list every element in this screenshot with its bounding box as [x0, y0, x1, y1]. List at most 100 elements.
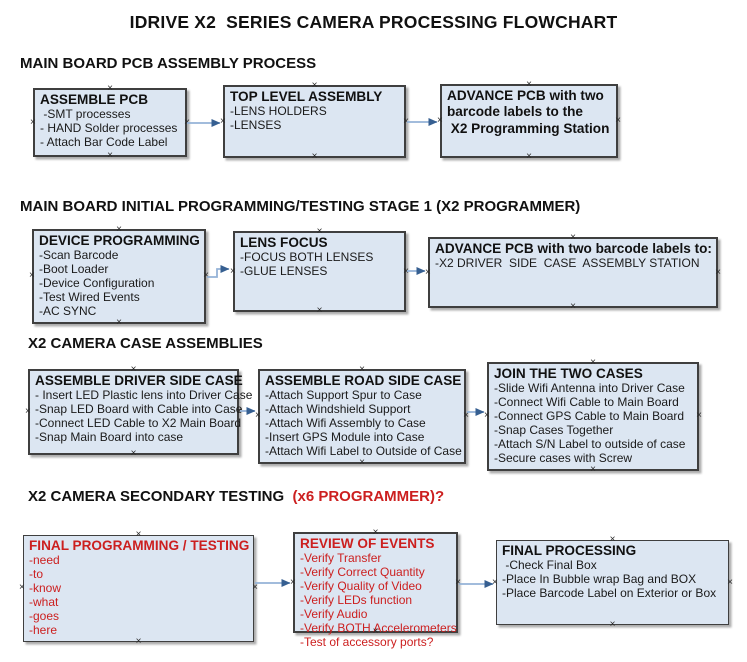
flowchart-box-advance-pcb-programming-station: ADVANCE PCB with two barcode labels to t…: [437, 80, 621, 162]
box-item: -Verify BOTH Accelerometers: [300, 620, 457, 635]
anchor-mark-icon: ×: [615, 115, 621, 126]
box-item: -Place Barcode Label on Exterior or Box: [502, 586, 717, 601]
box-title: REVIEW OF EVENTS: [300, 536, 435, 551]
anchor-mark-icon: ×: [715, 266, 721, 278]
anchor-mark-icon: ×: [526, 151, 532, 162]
box-title: ASSEMBLE ROAD SIDE CASE: [265, 373, 462, 388]
box-item: -Device Configuration: [39, 276, 155, 291]
box-item: -Connect LED Cable to X2 Main Board: [35, 416, 242, 431]
anchor-mark-icon: ×: [727, 576, 733, 588]
box-title: TOP LEVEL ASSEMBLY: [230, 89, 383, 104]
box-item: -Secure cases with Screw: [494, 450, 633, 465]
page-title: IDRIVE X2 SERIES CAMERA PROCESSING FLOWC…: [129, 12, 618, 32]
connector-arrow: [207, 265, 230, 278]
box-title: FINAL PROCESSING: [502, 543, 637, 558]
anchor-mark-icon: ×: [220, 115, 226, 127]
flowchart-box-top-level-assembly: TOP LEVEL ASSEMBLY -LENS HOLDERS -LENSES…: [220, 81, 409, 162]
anchor-mark-icon: ×: [252, 582, 258, 594]
anchor-mark-icon: ×: [425, 266, 431, 278]
section-heading-initial-programming: MAIN BOARD INITIAL PROGRAMMING/TESTING S…: [20, 198, 581, 215]
box-item: -Place In Bubble wrap Bag and BOX: [502, 572, 697, 587]
flowchart-box-assemble-road-side-case: ASSEMBLE ROAD SIDE CASE -Attach Support …: [255, 365, 469, 468]
box-item: -Connect Wifi Cable to Main Board: [494, 395, 679, 410]
box-item: -LENS HOLDERS: [230, 104, 327, 119]
box-title: LENS FOCUS: [240, 235, 328, 250]
box-item: -Attach Wifi Assembly to Case: [265, 416, 426, 431]
box-item: -Snap Cases Together: [494, 423, 614, 438]
box-item: -Attach Support Spur to Case: [265, 388, 422, 403]
box-item: -Attach Windshield Support: [265, 402, 411, 417]
box-item: -what: [29, 595, 59, 610]
box-title: ADVANCE PCB with two barcode labels to t…: [447, 88, 610, 136]
anchor-mark-icon: ×: [130, 448, 137, 459]
flowchart-box-assemble-pcb: ASSEMBLE PCB -SMT processes - HAND Solde…: [30, 84, 190, 161]
section-heading-pcb-assembly: MAIN BOARD PCB ASSEMBLY PROCESS: [20, 55, 317, 72]
anchor-mark-icon: ×: [492, 576, 498, 588]
anchor-mark-icon: ×: [590, 463, 596, 475]
anchor-mark-icon: ×: [116, 316, 122, 328]
box-item: -Verify Quality of Video: [300, 579, 422, 594]
flowchart-box-advance-pcb-case-assembly: ADVANCE PCB with two barcode labels to: …: [425, 233, 721, 312]
box-title: JOIN THE TWO CASES: [494, 366, 643, 381]
anchor-mark-icon: ×: [696, 410, 702, 422]
anchor-mark-icon: ×: [107, 150, 113, 161]
flowchart-box-review-of-events: REVIEW OF EVENTS -Verify Transfer -Verif…: [290, 528, 461, 649]
box-item: -GLUE LENSES: [240, 264, 328, 279]
anchor-mark-icon: ×: [25, 406, 31, 417]
anchor-mark-icon: ×: [255, 410, 261, 422]
flowchart-box-join-the-two-cases: JOIN THE TWO CASES -Slide Wifi Antenna i…: [484, 358, 702, 475]
anchor-mark-icon: ×: [230, 265, 236, 277]
section-heading-red-part: (x6 PROGRAMMER)?: [288, 488, 445, 505]
section-heading-case-assemblies: X2 CAMERA CASE ASSEMBLIES: [28, 335, 263, 352]
anchor-mark-icon: ×: [455, 576, 461, 588]
box-item: -X2 DRIVER SIDE CASE ASSEMBLY STATION: [435, 256, 700, 271]
box-item: -FOCUS BOTH LENSES: [240, 250, 374, 265]
box-title: ADVANCE PCB with two barcode labels to:: [435, 241, 712, 256]
box-item: -Attach Wifi Label to Outside of Case: [265, 443, 462, 458]
anchor-mark-icon: ×: [359, 456, 365, 468]
box-item: -Test of accessory ports?: [300, 634, 434, 649]
anchor-mark-icon: ×: [437, 115, 443, 126]
section-heading-secondary-testing: X2 CAMERA SECONDARY TESTING (x6 PROGRAMM…: [28, 488, 444, 505]
box-item: -Boot Loader: [39, 262, 109, 277]
anchor-mark-icon: ×: [403, 265, 409, 277]
box-item: -Snap Main Board into case: [35, 430, 184, 445]
box-title: DEVICE PROGRAMMING: [39, 233, 200, 248]
anchor-mark-icon: ×: [463, 410, 469, 422]
box-item: -Check Final Box: [502, 558, 597, 573]
box-item: -goes: [29, 608, 60, 623]
flowchart-box-assemble-driver-side-case: ASSEMBLE DRIVER SIDE CASE - Insert LED P…: [25, 365, 252, 459]
box-item: -Verify Correct Quantity: [300, 565, 425, 580]
anchor-mark-icon: ×: [484, 410, 490, 422]
anchor-mark-icon: ×: [403, 115, 409, 127]
box-item: - Attach Bar Code Label: [40, 135, 168, 150]
box-item: -LENSES: [230, 118, 282, 133]
box-title: ASSEMBLE DRIVER SIDE CASE: [35, 373, 243, 388]
flowchart-box-device-programming: DEVICE PROGRAMMING -Scan Barcode -Boot L…: [29, 225, 209, 328]
anchor-mark-icon: ×: [290, 576, 296, 588]
box-item: -Snap LED Board with Cable into Case: [35, 402, 243, 417]
box-item: -Slide Wifi Antenna into Driver Case: [494, 381, 685, 396]
box-item: -Connect GPS Cable to Main Board: [494, 409, 685, 424]
flowchart-box-final-programming-testing: FINAL PROGRAMMING / TESTING -need -to -k…: [19, 530, 258, 647]
box-item: -here: [29, 622, 58, 637]
anchor-mark-icon: ×: [316, 305, 323, 316]
anchor-mark-icon: ×: [570, 301, 576, 312]
box-item: -Test Wired Events: [39, 290, 140, 305]
section-heading-black-part: X2 CAMERA SECONDARY TESTING: [28, 488, 289, 505]
box-item: -Insert GPS Module into Case: [265, 430, 425, 445]
box-item: -Scan Barcode: [39, 248, 119, 263]
flowchart-box-final-processing: FINAL PROCESSING -Check Final Box -Place…: [492, 535, 733, 630]
anchor-mark-icon: ×: [184, 116, 190, 128]
box-item: -Verify LEDs function: [300, 593, 413, 608]
box-item: -SMT processes: [40, 107, 131, 122]
anchor-mark-icon: ×: [29, 270, 35, 282]
flowchart-box-lens-focus: LENS FOCUS -FOCUS BOTH LENSES -GLUE LENS…: [230, 227, 409, 316]
box-item: -Verify Audio: [300, 606, 368, 621]
box-item: -to: [29, 567, 44, 582]
box-item: -Verify Transfer: [300, 551, 382, 566]
box-item: - HAND Solder processes: [40, 121, 178, 136]
anchor-mark-icon: ×: [203, 270, 209, 282]
anchor-mark-icon: ×: [135, 635, 142, 647]
box-item: -AC SYNC: [39, 303, 97, 318]
